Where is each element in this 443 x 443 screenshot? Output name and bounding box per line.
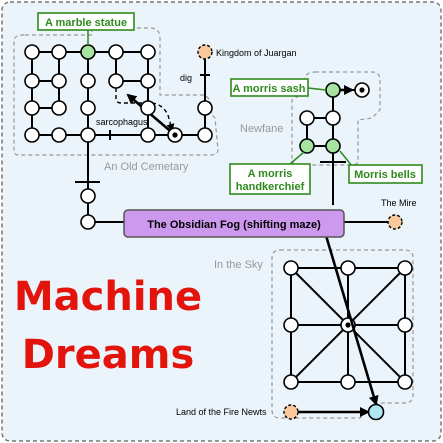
hanky-label-line2: handkerchief bbox=[236, 181, 305, 193]
player-marker-cemetery bbox=[172, 132, 178, 138]
maze-label: The Obsidian Fog (shifting maze) bbox=[147, 219, 321, 231]
region-label-cemetery: An Old Cemetary bbox=[104, 161, 189, 173]
title-line2: Dreams bbox=[22, 332, 195, 378]
region-label-sky: In the Sky bbox=[214, 259, 263, 271]
maze-west-node bbox=[80, 214, 96, 230]
exit-label-juargan: Kingdom of Juargan bbox=[216, 48, 297, 58]
bells-leader bbox=[339, 150, 353, 167]
cemetery-nodes bbox=[24, 44, 213, 204]
player-marker-newfane bbox=[359, 87, 365, 93]
hidden-passage-arrow bbox=[115, 81, 175, 132]
region-border-sky bbox=[271, 249, 414, 419]
bells-label: Morris bells bbox=[354, 169, 416, 181]
exit-label-mire: The Mire bbox=[381, 198, 417, 208]
sarcophagus-arrow bbox=[126, 93, 176, 136]
title-line1: Machine bbox=[14, 274, 202, 320]
region-label-newfane: Newfane bbox=[240, 123, 283, 135]
hanky-leader bbox=[289, 151, 305, 165]
sky-fall-arrow bbox=[320, 221, 379, 406]
sash-leader bbox=[307, 87, 327, 91]
bells-label-box bbox=[348, 164, 423, 184]
dig-annotation: dig bbox=[180, 73, 192, 83]
exit-node-newts[interactable] bbox=[283, 404, 299, 420]
player-marker-sky bbox=[345, 322, 351, 328]
exit-node-juargan[interactable] bbox=[197, 44, 213, 60]
region-border-cemetery bbox=[13, 27, 219, 156]
goal-node[interactable] bbox=[367, 403, 385, 421]
exit-label-newts: Land of the Fire Newts bbox=[176, 407, 267, 417]
sash-label-box bbox=[230, 78, 309, 97]
sarcophagus-annotation: sarcophagus bbox=[96, 117, 148, 127]
statue-label: A marble statue bbox=[45, 17, 127, 29]
exit-node-mire[interactable] bbox=[387, 214, 403, 230]
statue-label-box bbox=[37, 12, 135, 31]
hanky-label-line1: A morris bbox=[248, 168, 293, 180]
maze-box[interactable] bbox=[123, 209, 345, 238]
newfane-nodes bbox=[299, 82, 370, 154]
sash-label: A morris sash bbox=[233, 83, 306, 95]
hanky-label-box bbox=[229, 163, 311, 195]
